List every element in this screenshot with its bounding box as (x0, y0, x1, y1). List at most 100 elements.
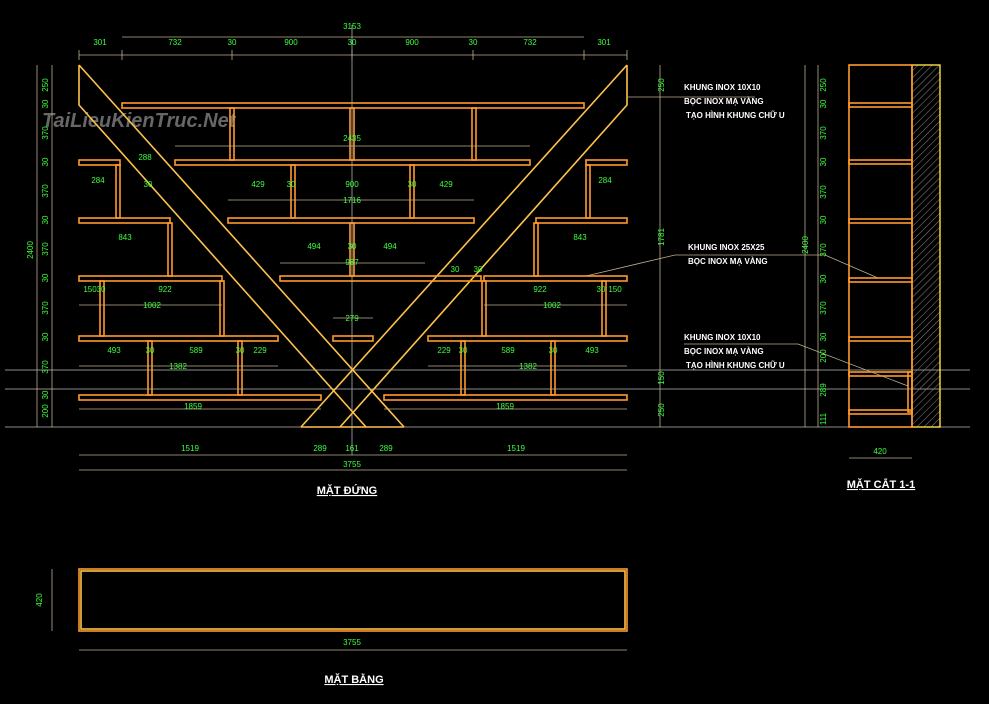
dim-label: 200 (41, 404, 50, 418)
divider (550, 340, 556, 396)
dim-label: 150 (608, 285, 622, 294)
dim-label: 370 (819, 301, 828, 315)
dim-label: 229 (437, 346, 451, 355)
dim-label: 161 (345, 444, 359, 453)
dim-label: 284 (598, 176, 612, 185)
dim-label: 420 (873, 447, 887, 456)
shelf (383, 394, 628, 401)
section-shelf (848, 218, 913, 224)
shelf (78, 159, 121, 166)
dim-label: 150 (83, 285, 97, 294)
dim-label: 1519 (507, 444, 525, 453)
divider (601, 280, 607, 337)
dim-label: 30 (474, 265, 483, 274)
section-shelf (848, 371, 913, 377)
dim-label: 900 (345, 180, 359, 189)
dim-label: 289 (313, 444, 327, 453)
shelf (279, 275, 482, 282)
dim-label: 30 (459, 346, 468, 355)
dim-label: 301 (597, 38, 611, 47)
dim-label: 250 (819, 78, 828, 92)
dim-label: 111 (819, 412, 828, 425)
left-diagonal (78, 64, 405, 428)
left-diagonal (78, 65, 367, 428)
dim-label: 289 (379, 444, 393, 453)
divider (481, 280, 487, 337)
dim-label: 370 (41, 360, 50, 374)
dim-label: 250 (657, 403, 666, 417)
note-text: TẠO HÌNH KHUNG CHỮ U (686, 111, 785, 120)
dim-label: 30 (41, 390, 50, 399)
dim-label: 30 (819, 215, 828, 224)
section-shelf (848, 409, 913, 415)
dim-label: 3755 (343, 638, 361, 647)
divider (349, 107, 355, 161)
plan-title: MẶT BẰNG (324, 673, 383, 686)
shelf (535, 217, 628, 224)
dim-label: 1002 (143, 301, 161, 310)
dim-label: 1716 (343, 196, 361, 205)
note-text: BỌC INOX MẠ VÀNG (684, 347, 764, 356)
dim-label: 301 (93, 38, 107, 47)
dim-label: 493 (107, 346, 121, 355)
shelf (332, 335, 374, 342)
wall-hatch (911, 64, 941, 428)
dim-label: 493 (585, 346, 599, 355)
dim-label: 30 (819, 332, 828, 341)
section-frame (848, 64, 913, 428)
dim-label: 1002 (543, 301, 561, 310)
dim-label: 900 (284, 38, 298, 47)
dim-label: 30 (348, 242, 357, 251)
leader-line (585, 254, 879, 279)
note-text: TẠO HÌNH KHUNG CHỮ U (686, 361, 785, 370)
dim-label: 1859 (184, 402, 202, 411)
dim-label: 150 (657, 371, 666, 385)
dim-label: 289 (819, 383, 828, 397)
note-text: KHUNG INOX 10X10 (684, 83, 761, 92)
dim-label: 30 (469, 38, 478, 47)
dim-label: 732 (523, 38, 537, 47)
dim-label: 30 (819, 99, 828, 108)
dim-label: 30 (819, 274, 828, 283)
dim-label: 370 (41, 126, 50, 140)
divider (229, 107, 235, 161)
section-shelf (848, 336, 913, 342)
dim-label: 1519 (181, 444, 199, 453)
dim-label: 1382 (169, 362, 187, 371)
right-diagonal (339, 65, 628, 428)
divider (290, 164, 296, 219)
dim-label: 3755 (343, 460, 361, 469)
plan-outline (78, 568, 628, 632)
dim-label: 1859 (496, 402, 514, 411)
divider (99, 280, 105, 337)
dim-label: 30 (597, 285, 606, 294)
section-shelf (848, 159, 913, 165)
dim-label: 370 (819, 185, 828, 199)
divider (585, 164, 591, 219)
shelf (78, 335, 279, 342)
dim-label: 30 (819, 157, 828, 166)
dim-label: 987 (345, 258, 359, 267)
dim-label: 732 (168, 38, 182, 47)
section-shelf (848, 277, 913, 283)
dim-label: 30 (41, 99, 50, 108)
dim-label: 843 (118, 233, 132, 242)
note-text: KHUNG INOX 10X10 (684, 333, 761, 342)
dim-label: 30 (146, 346, 155, 355)
dim-label: 30 (228, 38, 237, 47)
dim-label: 30 (451, 265, 460, 274)
dim-label: 284 (91, 176, 105, 185)
dim-label: 370 (819, 126, 828, 140)
dim-label: 30 (41, 215, 50, 224)
dim-label: 370 (41, 242, 50, 256)
dim-label: 30 (41, 157, 50, 166)
dim-label: 229 (253, 346, 267, 355)
note-text: KHUNG INOX 25X25 (688, 243, 765, 252)
dim-label: 30 (144, 180, 153, 189)
divider (147, 340, 153, 396)
dim-label: 30 (549, 346, 558, 355)
dim-label: 1781 (657, 228, 666, 246)
dim-label: 922 (533, 285, 547, 294)
dim-label: 370 (819, 243, 828, 257)
